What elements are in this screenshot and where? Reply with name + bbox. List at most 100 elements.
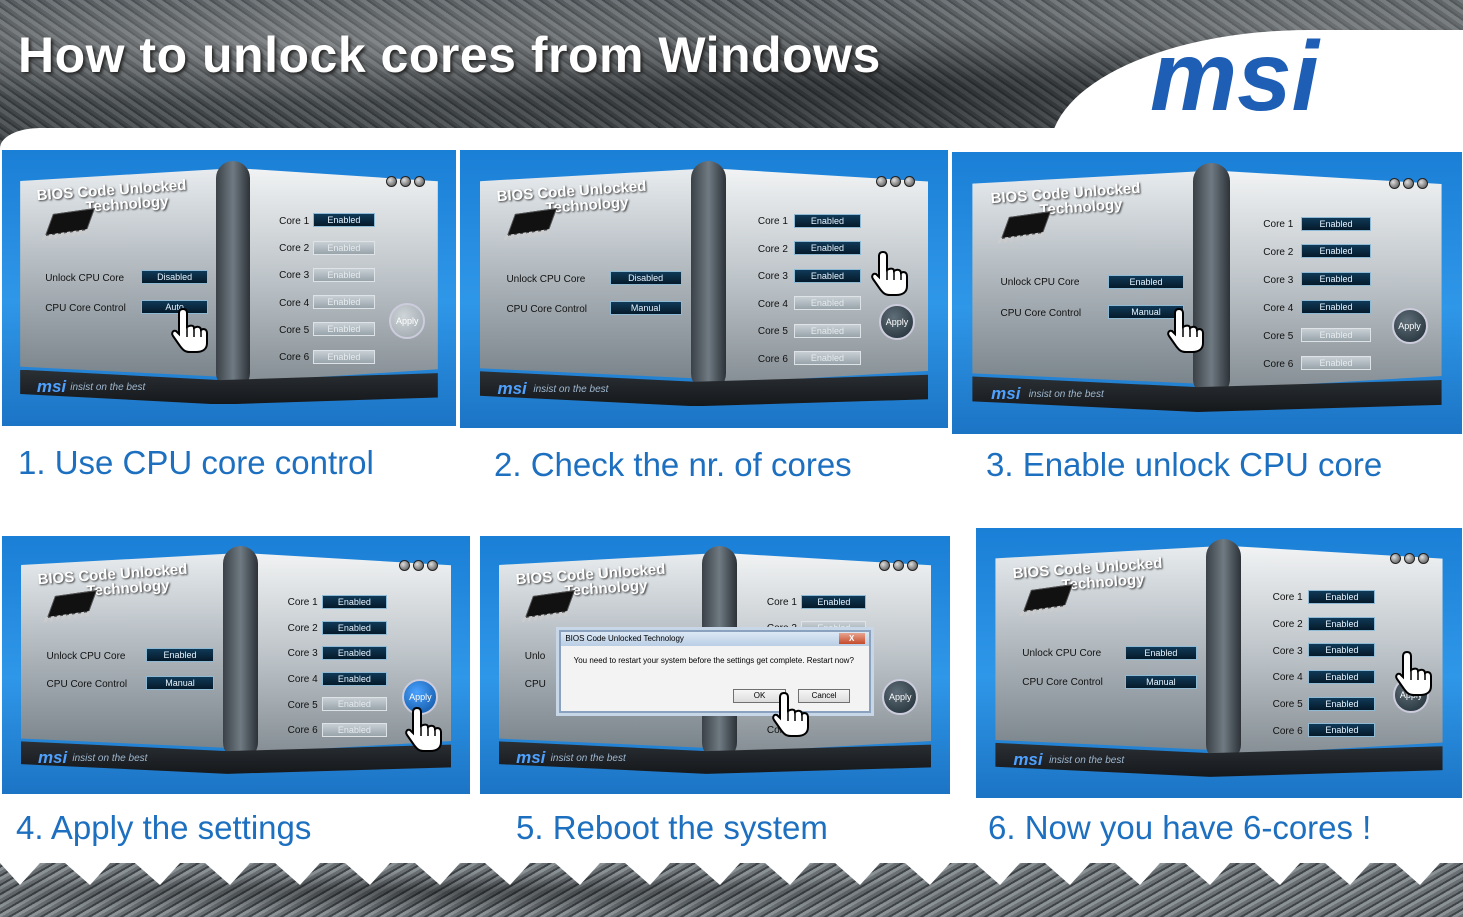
footer-zigzag <box>0 855 1463 885</box>
cpu-core-control-select[interactable]: Manual <box>1125 674 1197 689</box>
cpu-core-control-select[interactable]: Manual <box>609 301 682 316</box>
core-2-label: Core 2 <box>279 243 310 254</box>
core-2-toggle[interactable]: Enabled <box>793 241 862 256</box>
apply-button[interactable]: Apply <box>389 302 426 339</box>
core-4-toggle[interactable]: Enabled <box>312 295 376 310</box>
apply-button[interactable]: Apply <box>1391 307 1428 344</box>
cpu-core-control-label: CPU Core Control <box>506 303 588 315</box>
core-5-label: Core 5 <box>1263 330 1294 342</box>
core-3-label: Core 3 <box>1272 645 1303 657</box>
window-controls <box>1388 178 1428 190</box>
window-controls <box>399 560 439 572</box>
core-1-toggle[interactable]: Enabled <box>793 213 862 228</box>
core-3-toggle[interactable]: Enabled <box>312 267 376 282</box>
core-2-label: Core 2 <box>1272 618 1303 630</box>
core-4-toggle[interactable]: Enabled <box>1308 670 1376 685</box>
core-1-toggle[interactable]: Enabled <box>1308 589 1376 604</box>
core-6-toggle[interactable]: Enabled <box>1308 723 1376 738</box>
unlock-cpu-core-select[interactable]: Disabled <box>141 270 209 285</box>
core-6-label: Core 6 <box>279 352 310 364</box>
core-5-toggle[interactable]: Enabled <box>793 323 862 338</box>
help-icon[interactable] <box>1416 178 1428 190</box>
core-3-toggle[interactable]: Enabled <box>322 646 387 661</box>
msi-logo: msi <box>1150 32 1321 122</box>
core-1-toggle[interactable]: Enabled <box>312 213 376 228</box>
core-1-toggle[interactable]: Enabled <box>322 595 387 610</box>
apply-button[interactable]: Apply <box>879 303 916 340</box>
step-caption-4: 4. Apply the settings <box>16 809 312 846</box>
core-1-toggle[interactable]: Enabled <box>1300 216 1372 231</box>
help-icon[interactable] <box>427 560 439 572</box>
unlock-cpu-core-select[interactable]: Enabled <box>1125 645 1197 660</box>
core-6-toggle[interactable]: Enabled <box>793 351 862 366</box>
core-6-label: Core 6 <box>757 353 788 365</box>
core-6-toggle[interactable]: Enabled <box>322 722 387 737</box>
unlock-cpu-core-select[interactable]: Enabled <box>1108 274 1184 289</box>
minimize-icon[interactable] <box>876 176 888 188</box>
core-2-toggle[interactable]: Enabled <box>322 620 387 635</box>
core-1-label: Core 1 <box>1272 592 1303 604</box>
core-5-toggle[interactable]: Enabled <box>322 697 387 712</box>
core-4-toggle[interactable]: Enabled <box>1300 300 1372 315</box>
step-caption-3: 3. Enable unlock CPU core <box>986 446 1383 483</box>
close-icon[interactable] <box>413 560 425 572</box>
dialog-message: You need to restart your system before t… <box>573 655 854 665</box>
cpu-core-control-select[interactable]: Manual <box>145 676 215 691</box>
core-4-toggle[interactable]: Enabled <box>793 296 862 311</box>
minimize-icon[interactable] <box>386 175 398 187</box>
cpu-core-control-select[interactable]: Auto <box>141 300 209 315</box>
window-controls <box>879 560 919 572</box>
core-3-toggle[interactable]: Enabled <box>1300 272 1372 287</box>
window-spine <box>690 161 727 392</box>
core-5-toggle[interactable]: Enabled <box>312 322 376 337</box>
close-icon[interactable] <box>1402 178 1414 190</box>
core-6-toggle[interactable]: Enabled <box>1300 356 1372 371</box>
cpu-core-control-label: CPU Core Control <box>45 302 126 314</box>
dialog-close-button[interactable]: X <box>838 632 865 644</box>
minimize-icon[interactable] <box>399 560 411 572</box>
help-icon[interactable] <box>414 175 426 187</box>
close-icon[interactable] <box>400 175 412 187</box>
core-3-label: Core 3 <box>757 271 788 283</box>
unlock-cpu-core-label: Unlock CPU Core <box>1000 277 1080 289</box>
step-caption-5: 5. Reboot the system <box>516 809 828 846</box>
core-2-toggle[interactable]: Enabled <box>312 240 376 255</box>
msi-logo-text: msi <box>1150 32 1321 122</box>
core-2-toggle[interactable]: Enabled <box>1300 244 1372 259</box>
close-icon[interactable] <box>893 560 905 572</box>
unlock-cpu-core-select[interactable]: Enabled <box>145 648 215 663</box>
unlock-cpu-core-select[interactable]: Disabled <box>609 271 682 286</box>
hand-cursor-icon <box>1166 307 1206 354</box>
core-5-label: Core 5 <box>1272 699 1303 711</box>
dialog-title: BIOS Code Unlocked Technology <box>561 631 869 646</box>
help-icon[interactable] <box>904 176 916 188</box>
help-icon[interactable] <box>1418 553 1430 565</box>
close-icon[interactable] <box>890 176 902 188</box>
footer-background <box>0 855 1463 917</box>
core-1-toggle[interactable]: Enabled <box>801 595 867 610</box>
cpu-core-control-label: CPU Core Control <box>1022 677 1103 689</box>
apply-button[interactable]: Apply <box>882 678 919 715</box>
hand-cursor-icon <box>404 706 444 753</box>
core-3-toggle[interactable]: Enabled <box>1308 643 1376 658</box>
core-5-toggle[interactable]: Enabled <box>1300 328 1372 343</box>
dialog-cancel-button[interactable]: Cancel <box>797 689 851 704</box>
core-3-toggle[interactable]: Enabled <box>793 268 862 283</box>
core-6-toggle[interactable]: Enabled <box>312 349 376 364</box>
core-4-toggle[interactable]: Enabled <box>322 671 387 686</box>
minimize-icon[interactable] <box>879 560 891 572</box>
minimize-icon[interactable] <box>1388 178 1400 190</box>
core-2-toggle[interactable]: Enabled <box>1308 616 1376 631</box>
unlock-cpu-core-label-partial: Unlo <box>524 650 546 662</box>
close-icon[interactable] <box>1404 553 1416 565</box>
dialog-ok-button[interactable]: OK <box>733 689 786 704</box>
core-5-toggle[interactable]: Enabled <box>1308 696 1376 711</box>
minimize-icon[interactable] <box>1390 553 1402 565</box>
help-icon[interactable] <box>907 560 919 572</box>
